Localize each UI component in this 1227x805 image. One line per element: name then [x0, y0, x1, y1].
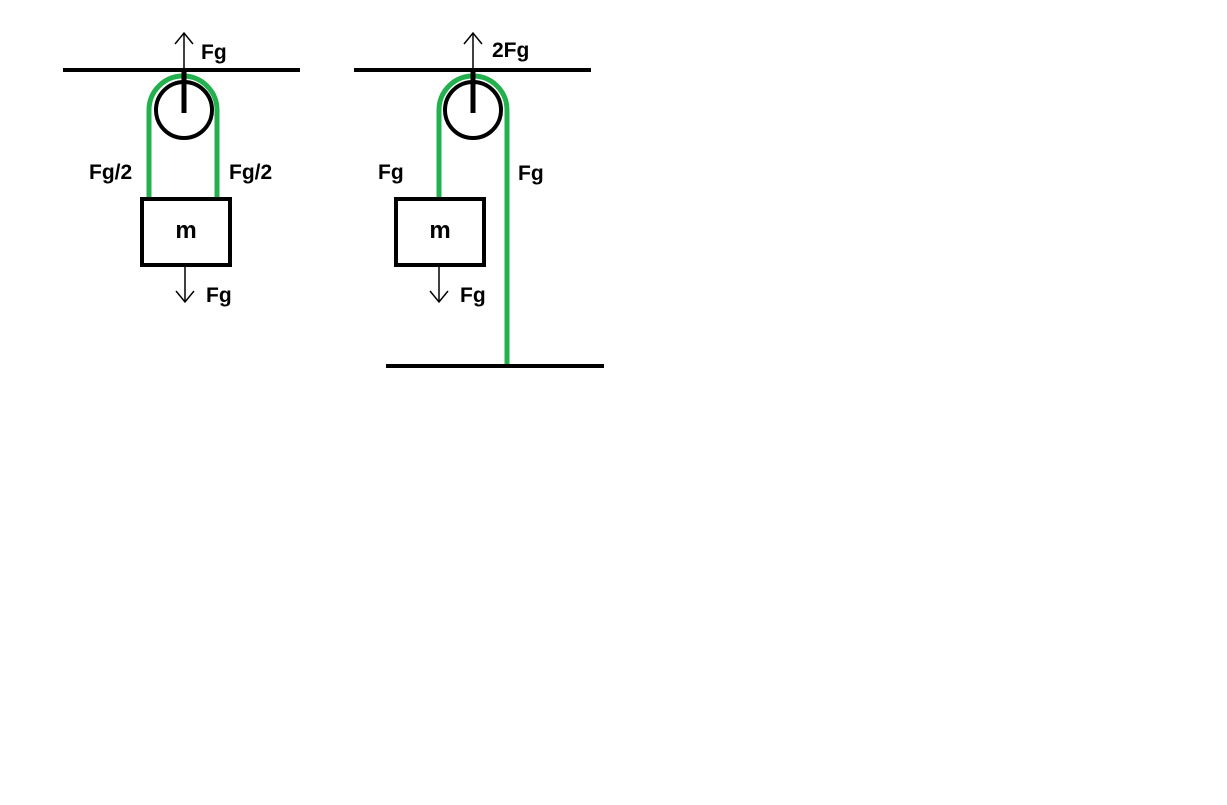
- right-ceiling-force-arrow-icon: [463, 31, 483, 70]
- right-pulley-system: 2Fg Fg Fg m Fg: [354, 31, 604, 368]
- left-ceiling-force-label: Fg: [201, 41, 227, 64]
- right-mass-box: [394, 197, 486, 267]
- left-mass-label: m: [175, 217, 196, 244]
- right-mass-label: m: [429, 217, 450, 244]
- right-rope-right-tension-label: Fg: [518, 162, 544, 185]
- right-ceiling-force-label: 2Fg: [492, 39, 529, 62]
- left-rope-right-tension-label: Fg/2: [229, 161, 272, 184]
- left-pulley-system: Fg Fg/2 Fg/2 m Fg: [63, 31, 300, 307]
- right-rope-left-tension-label: Fg: [378, 161, 404, 184]
- left-weight-label: Fg: [206, 284, 232, 307]
- right-weight-arrow-icon: [429, 267, 449, 304]
- left-ceiling-force-arrow-icon: [174, 31, 194, 70]
- left-mass-box: [140, 197, 232, 267]
- left-weight-arrow-icon: [175, 267, 195, 304]
- left-rope-left-tension-label: Fg/2: [89, 161, 132, 184]
- right-weight-label: Fg: [460, 284, 486, 307]
